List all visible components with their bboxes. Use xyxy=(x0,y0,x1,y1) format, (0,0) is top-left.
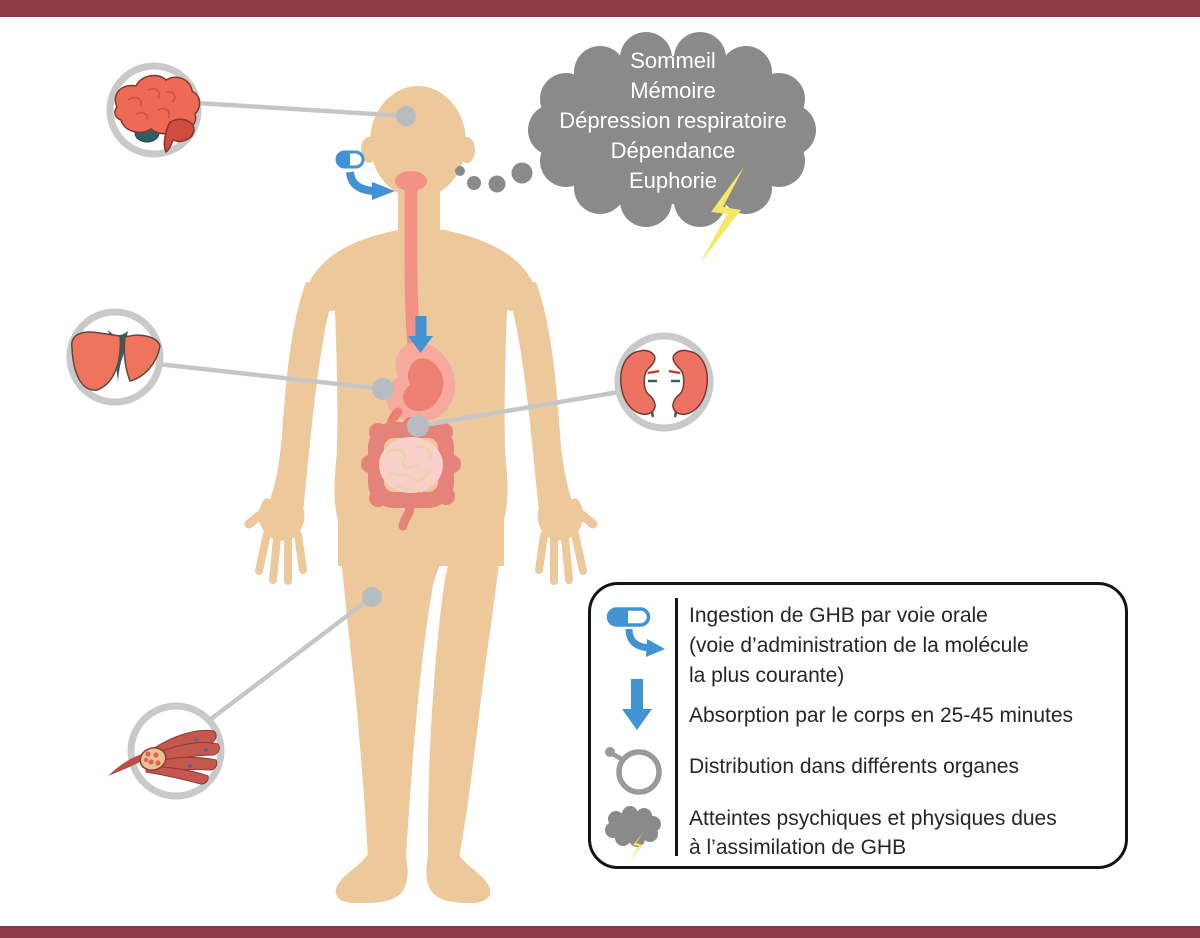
colon xyxy=(361,417,461,531)
brain-connector-line xyxy=(194,100,409,119)
lightning-bolt-icon xyxy=(700,167,744,263)
kidneys-connector-line xyxy=(415,389,622,429)
legend-ingestion-line-1: Ingestion de GHB par voie orale xyxy=(689,604,988,627)
legend-ingestion-line-2: (voie d’administration de la molécule xyxy=(689,634,1029,657)
pill-ingestion-icon xyxy=(605,603,667,666)
liver-connector-dot xyxy=(372,378,394,400)
connector-lines xyxy=(155,100,622,722)
legend-item-ingestion: Ingestion de GHB par voie orale (voie d’… xyxy=(689,601,1119,691)
kidneys-connector-dot xyxy=(407,415,429,437)
body-foot-left xyxy=(335,854,408,903)
digestive-tract xyxy=(361,171,461,531)
bottom-border-bar xyxy=(0,926,1200,938)
cloud-line-euphorie: Euphorie xyxy=(628,168,718,193)
body-foot-right xyxy=(426,854,491,903)
body-arm-left xyxy=(270,282,333,512)
effects-cloud-text: Sommeil Mémoire Dépression respiratoire … xyxy=(527,46,819,196)
legend-item-distribution: Distribution dans différents organes xyxy=(689,752,1119,782)
body-hand-right xyxy=(535,498,598,585)
legend-effects-line-1: Atteintes psychiques et physiques dues xyxy=(689,807,1057,830)
body-arm-right xyxy=(509,282,572,512)
absorption-arrow-icon xyxy=(621,679,653,736)
legend-distribution-line: Distribution dans différents organes xyxy=(689,755,1019,778)
muscle-icon xyxy=(108,729,220,785)
pill-icon xyxy=(335,150,365,169)
effects-cloud xyxy=(528,32,816,227)
liver-connector-line xyxy=(155,361,386,392)
legend-divider xyxy=(675,598,678,856)
cloud-line-sommeil: Sommeil xyxy=(630,48,716,73)
stomach-inner xyxy=(403,358,444,412)
cloud-line-dependance: Dépendance xyxy=(610,138,736,163)
muscle-connector-line xyxy=(208,594,375,722)
cloud-line-depression: Dépression respiratoire xyxy=(559,108,787,133)
esophagus xyxy=(404,179,421,355)
distribution-circle-icon xyxy=(601,743,669,800)
small-intestine-folds xyxy=(387,445,432,493)
brain-connector-dot xyxy=(396,106,416,126)
body-hand-left xyxy=(244,498,307,585)
thought-dots xyxy=(455,162,533,193)
kidneys-icon xyxy=(619,349,709,418)
legend-ingestion-line-3: la plus courante) xyxy=(689,664,845,687)
cloud-line-memoire: Mémoire xyxy=(630,78,716,103)
muscle-connector-dot xyxy=(362,587,382,607)
legend-absorption-line: Absorption par le corps en 25-45 minutes xyxy=(689,704,1074,727)
legend-item-effects: Atteintes psychiques et physiques dues à… xyxy=(689,804,1119,862)
top-border-bar xyxy=(0,0,1200,17)
legend-effects-line-2: à l’assimilation de GHB xyxy=(689,836,907,859)
connector-dots xyxy=(362,106,429,607)
liver-icon xyxy=(71,330,161,391)
legend-box: Ingestion de GHB par voie orale (voie d’… xyxy=(588,582,1128,869)
ingestion-arrow xyxy=(346,171,395,200)
body-leg-right xyxy=(427,505,505,858)
brain-icon xyxy=(114,74,201,154)
effects-cloud-icon xyxy=(603,805,669,866)
legend-item-absorption: Absorption par le corps en 25-45 minutes xyxy=(689,701,1119,731)
absorption-arrow xyxy=(408,316,433,353)
small-intestine xyxy=(379,437,443,493)
